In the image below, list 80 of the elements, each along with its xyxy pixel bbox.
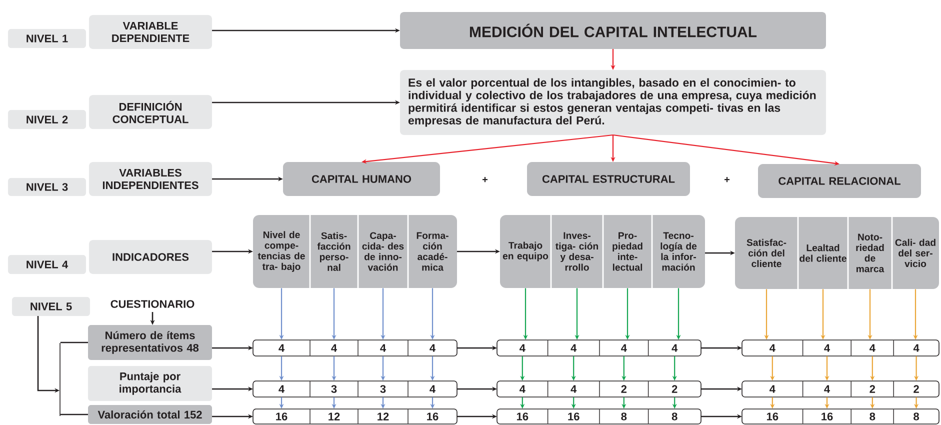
score-value: 4 <box>570 385 577 393</box>
score-row-box <box>252 340 458 356</box>
score-row-box <box>252 408 458 424</box>
score-value: 8 <box>870 412 876 420</box>
score-row-box <box>496 408 702 424</box>
score-value: 8 <box>914 412 920 420</box>
score-value: 3 <box>380 385 386 393</box>
score-value: 2 <box>672 385 678 393</box>
level-label-box: NIVEL 1 <box>8 29 86 48</box>
score-value: 4 <box>520 344 526 352</box>
indicator-text: Nivel de compe- tencias de tra- bajo <box>258 231 305 272</box>
score-value: 16 <box>427 412 438 420</box>
score-row-box <box>252 380 458 398</box>
score-value: 4 <box>824 385 830 393</box>
score-value: 4 <box>621 344 627 352</box>
indicator-text: Tecno- logía de la infor- mación <box>660 232 697 271</box>
score-value: 4 <box>278 344 284 352</box>
indicator-text: Forma- ción acadé- mica <box>416 232 448 271</box>
variable-box: CAPITAL HUMANO <box>283 162 440 196</box>
score-value: 16 <box>276 412 288 420</box>
score-value: 4 <box>380 344 386 352</box>
indicator-text: Satis- facción perso- nal <box>317 232 350 271</box>
variable-box: CAPITAL RELACIONAL <box>758 164 921 198</box>
score-value: 16 <box>766 412 778 420</box>
score-value: 4 <box>770 385 776 393</box>
variable-box: CAPITAL ESTRUCTURAL <box>527 162 690 196</box>
indicator-text: Cali- dad del ser- vicio <box>895 238 936 268</box>
plus-sign: + <box>724 177 730 182</box>
indicator-text: Pro- piedad inte- lectual <box>612 232 642 271</box>
indicator-text: Lealtad del cliente <box>800 244 846 262</box>
score-value: 4 <box>770 344 776 352</box>
level-label-box: NIVEL 3 <box>8 178 86 196</box>
score-value: 16 <box>822 412 833 420</box>
score-row-box <box>496 380 702 398</box>
score-value: 4 <box>570 344 577 352</box>
score-value: 3 <box>331 385 337 393</box>
indicator-text: Satisfac- ción del cliente <box>746 238 786 268</box>
level-label-box: NIVEL 4 <box>8 255 86 274</box>
category-box: VARIABLES INDEPENDIENTES <box>89 162 212 196</box>
title-box: MEDICIÓN DEL CAPITAL INTELECTUAL <box>400 12 826 49</box>
score-value: 4 <box>870 344 876 352</box>
score-row-box <box>496 340 702 356</box>
score-row-box <box>742 340 940 356</box>
score-value: 4 <box>278 385 284 393</box>
score-value: 2 <box>870 385 876 393</box>
score-value: 8 <box>621 412 627 420</box>
score-value: 4 <box>331 344 337 352</box>
definition-box: Es el valor porcentual de los intangibles, basado en el conocimien- to individual y colectivo de los trabajadores de una empresa, cuya medición permitirá identificar si estos generan ventajas competi- tivas en las empresas de manufactura del Perú. <box>400 70 826 135</box>
row-label-box: Número de ítems representativos 48 <box>88 325 212 360</box>
score-value: 4 <box>913 344 920 352</box>
indicator-text: Inves- tiga- ción y desa- rrollo <box>556 232 598 271</box>
level-label-box: NIVEL 2 <box>8 110 86 129</box>
score-value: 8 <box>672 412 678 420</box>
category-box: VARIABLE DEPENDIENTE <box>89 15 212 49</box>
score-row-box <box>742 380 940 398</box>
score-row-box <box>742 408 940 424</box>
score-value: 4 <box>672 344 678 352</box>
plus-sign: + <box>482 177 488 182</box>
score-value: 4 <box>430 344 436 352</box>
indicator-text: Capa- cida- des de inno- vación <box>362 232 404 271</box>
score-value: 4 <box>430 385 436 393</box>
score-value: 12 <box>328 412 340 420</box>
category-box: INDICADORES <box>89 240 212 274</box>
indicator-panel <box>253 215 457 288</box>
row-label-box: Puntaje por importancia <box>88 366 212 401</box>
section-label: CUESTIONARIO <box>110 300 194 308</box>
score-value: 2 <box>914 385 919 393</box>
category-box: DEFINICIÓN CONCEPTUAL <box>89 95 212 129</box>
indicator-panel <box>500 215 705 288</box>
indicator-text: Noto- riedad de marca <box>856 234 884 272</box>
score-value: 16 <box>516 412 528 420</box>
score-value: 4 <box>824 344 830 352</box>
row-label-box: Valoración total 152 <box>88 405 212 424</box>
level-label-box: NIVEL 5 <box>12 297 90 316</box>
score-value: 2 <box>621 385 627 393</box>
score-value: 12 <box>378 412 389 420</box>
score-value: 16 <box>568 412 580 420</box>
score-value: 4 <box>520 385 526 393</box>
indicator-panel <box>735 217 939 289</box>
indicator-text: Trabajo en equipo <box>502 242 548 262</box>
